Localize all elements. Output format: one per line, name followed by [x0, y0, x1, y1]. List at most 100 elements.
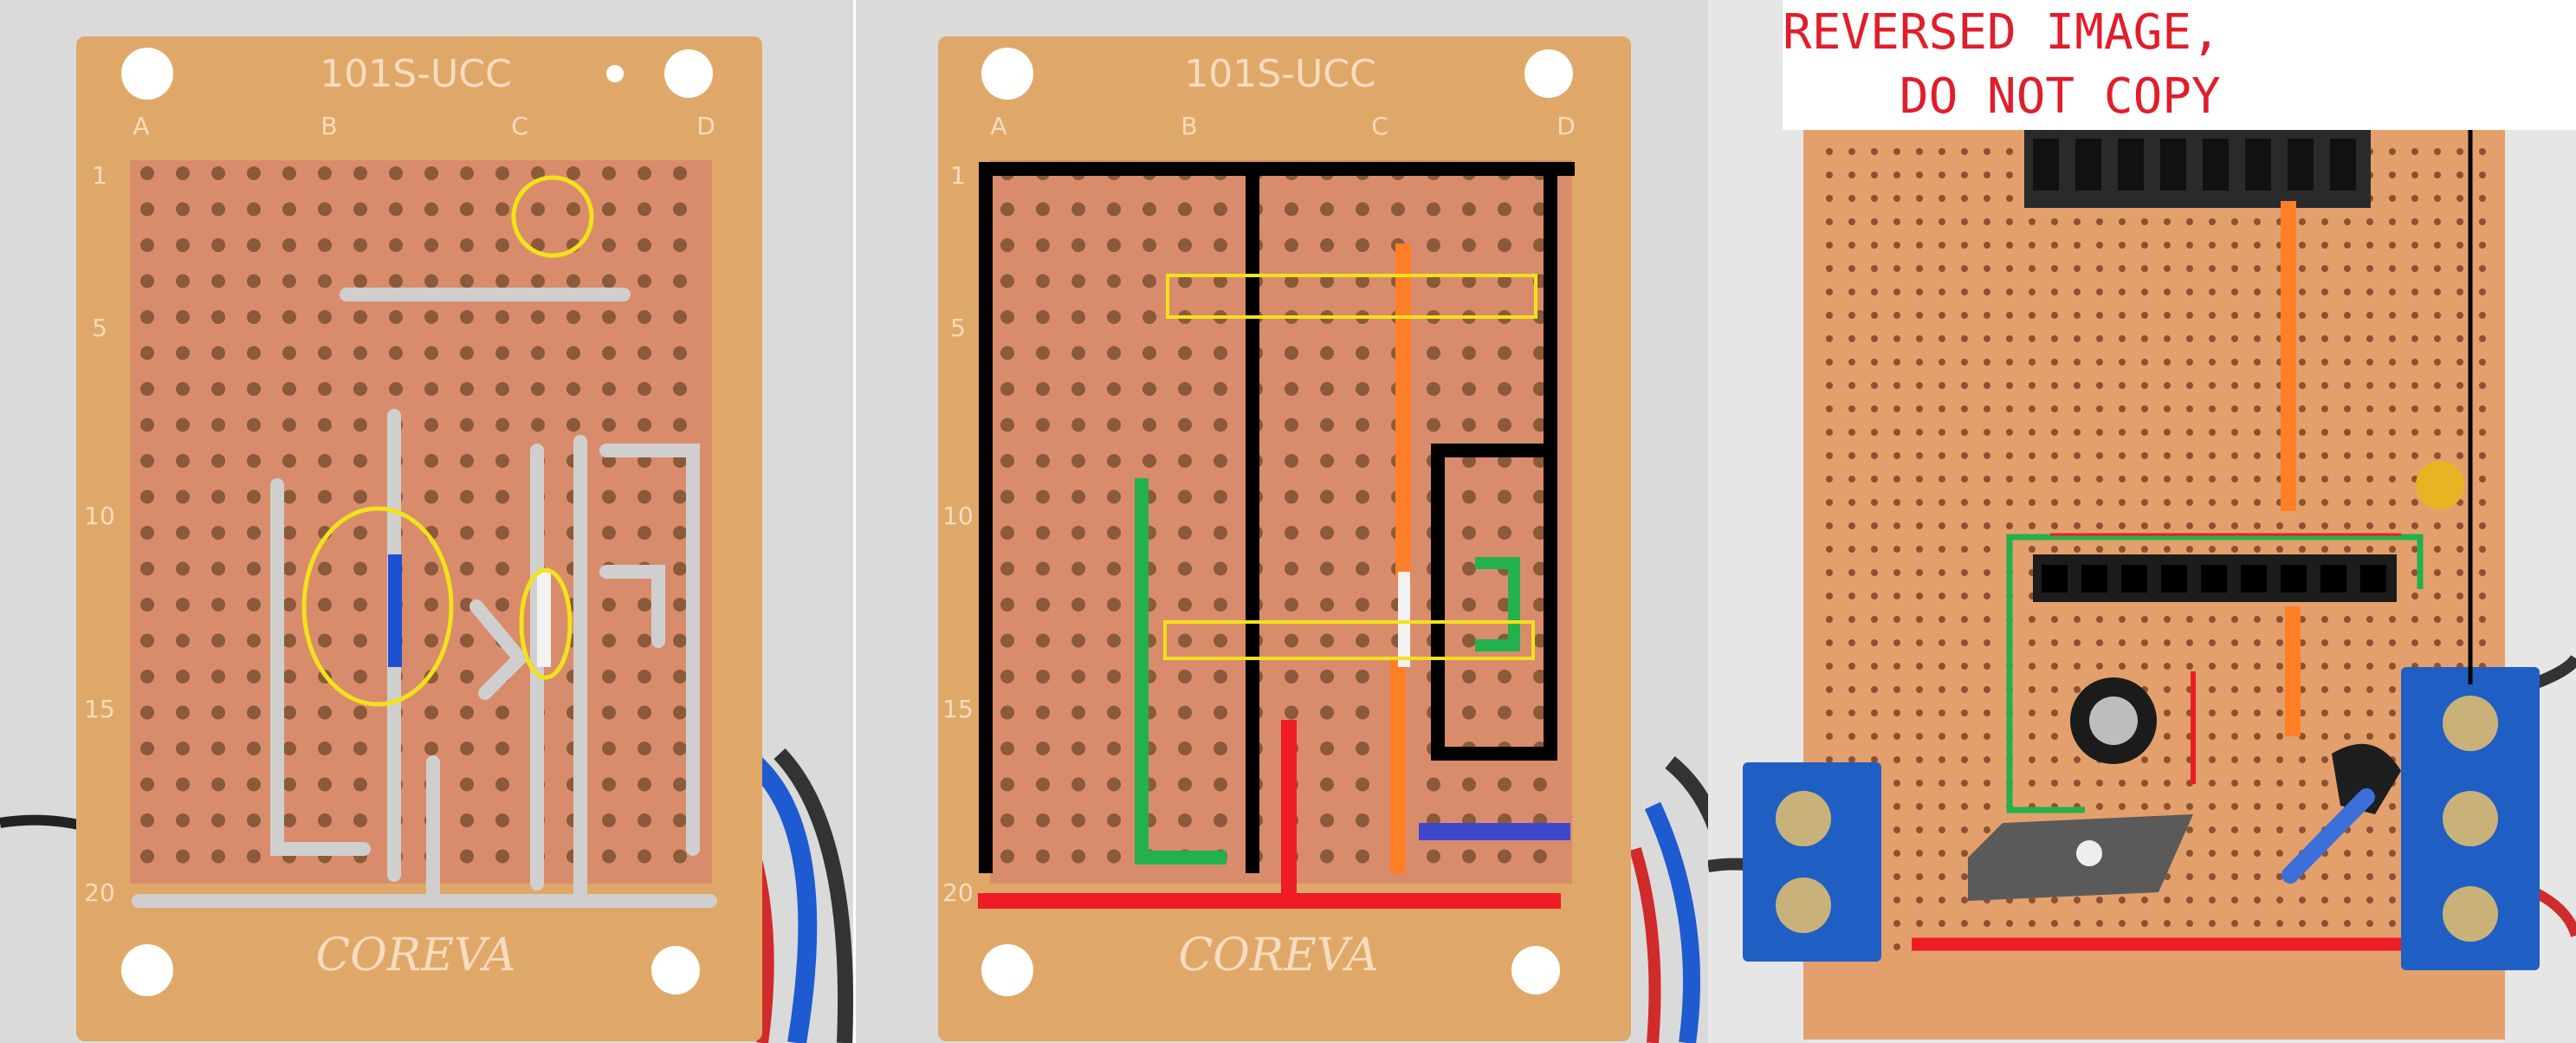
pad-hole — [1214, 777, 1227, 792]
pad-hole — [353, 742, 367, 755]
pad-hole — [460, 777, 474, 792]
pad-hole — [1320, 489, 1334, 504]
pad-hole — [176, 561, 190, 576]
pad-hole — [2164, 756, 2171, 763]
pad-hole — [2164, 218, 2171, 225]
pad-hole — [1826, 335, 1833, 342]
pad-hole — [1071, 454, 1085, 468]
pad-hole — [140, 670, 154, 683]
pad-hole — [2231, 452, 2238, 459]
pad-hole — [2254, 499, 2261, 506]
pad-hole — [1916, 382, 1923, 389]
pad-hole — [247, 670, 261, 683]
pad-hole — [1848, 756, 1855, 763]
pad-hole — [1071, 346, 1085, 360]
pad-hole — [1961, 242, 1968, 249]
pad-hole — [1961, 780, 1968, 787]
pad-hole — [2096, 499, 2103, 506]
pad-hole — [1826, 382, 1833, 389]
pad-hole — [2074, 639, 2081, 646]
pad-hole — [1961, 429, 1968, 436]
pad-hole — [460, 489, 474, 504]
pad-hole — [1961, 265, 1968, 272]
pad-hole — [2456, 429, 2463, 436]
pad-hole — [1893, 897, 1900, 904]
pad-hole — [2434, 429, 2441, 436]
white-jumper — [1398, 572, 1410, 667]
pad-hole — [1107, 598, 1121, 612]
pad-hole — [282, 382, 296, 396]
pad-hole — [424, 561, 438, 576]
pad-hole — [2209, 826, 2216, 833]
pad-hole — [1107, 238, 1121, 252]
pad-hole — [2389, 897, 2396, 904]
pad-hole — [389, 202, 403, 217]
pad-hole — [1107, 670, 1121, 683]
pad-hole — [1871, 616, 1878, 623]
pad-hole — [1462, 202, 1476, 217]
pad-hole — [1893, 429, 1900, 436]
pad-hole — [1893, 756, 1900, 763]
pad-hole — [1178, 454, 1192, 468]
pad-hole — [1462, 418, 1476, 432]
pad-hole — [1893, 288, 1900, 295]
pad-hole — [2254, 850, 2261, 857]
pad-hole — [2231, 663, 2238, 670]
pad-hole — [2344, 218, 2351, 225]
pad-hole — [2231, 873, 2238, 880]
pad-hole — [2321, 780, 2328, 787]
pad-hole — [1285, 705, 1298, 720]
pad-hole — [1961, 873, 1968, 880]
warning-line-2: DO NOT COPY — [1783, 68, 2221, 125]
pad-hole — [2299, 359, 2306, 366]
pad-hole — [1961, 218, 1968, 225]
pad-hole — [1107, 202, 1121, 217]
pad-hole — [211, 454, 225, 468]
mount-hole — [121, 944, 173, 996]
pad-hole — [1036, 742, 1050, 755]
pad-hole — [2389, 546, 2396, 553]
pad-hole — [1871, 499, 1878, 506]
pad-hole — [2366, 288, 2373, 295]
pad-hole — [2186, 429, 2193, 436]
pad-hole — [2164, 405, 2171, 412]
pad-hole — [1916, 920, 1923, 927]
pad-hole — [2456, 405, 2463, 412]
pad-hole — [2051, 709, 2058, 716]
pad-hole — [495, 418, 509, 432]
pad-hole — [1826, 405, 1833, 412]
pad-hole — [2299, 335, 2306, 342]
pad-hole — [2434, 265, 2441, 272]
pad-hole — [1916, 452, 1923, 459]
pad-hole — [2074, 897, 2081, 904]
pad-hole — [1320, 274, 1334, 288]
pad-hole — [389, 346, 403, 360]
pad-hole — [424, 202, 438, 217]
pad-hole — [2141, 218, 2148, 225]
pad-hole — [247, 238, 261, 252]
pad-hole — [2029, 663, 2036, 670]
pad-hole — [2209, 686, 2216, 693]
pad-hole — [2141, 803, 2148, 810]
pad-hole — [353, 454, 367, 468]
pad-hole — [1848, 452, 1855, 459]
pad-hole — [247, 382, 261, 396]
pad-hole — [1036, 598, 1050, 612]
mount-hole — [121, 48, 173, 100]
pad-hole — [2029, 265, 2036, 272]
pad-hole — [1178, 742, 1192, 755]
pad-hole — [2029, 312, 2036, 319]
pad-hole — [318, 742, 332, 755]
pad-hole — [2141, 920, 2148, 927]
pad-hole — [1036, 705, 1050, 720]
pad-hole — [2074, 522, 2081, 529]
pad-hole — [1848, 195, 1855, 202]
pad-hole — [495, 777, 509, 792]
pad-hole — [1871, 663, 1878, 670]
pad-hole — [2389, 499, 2396, 506]
pad-hole — [1984, 499, 1990, 506]
pad-hole — [1826, 709, 1833, 716]
pad-hole — [1498, 777, 1511, 792]
pad-hole — [2186, 639, 2193, 646]
pad-hole — [1961, 405, 1968, 412]
